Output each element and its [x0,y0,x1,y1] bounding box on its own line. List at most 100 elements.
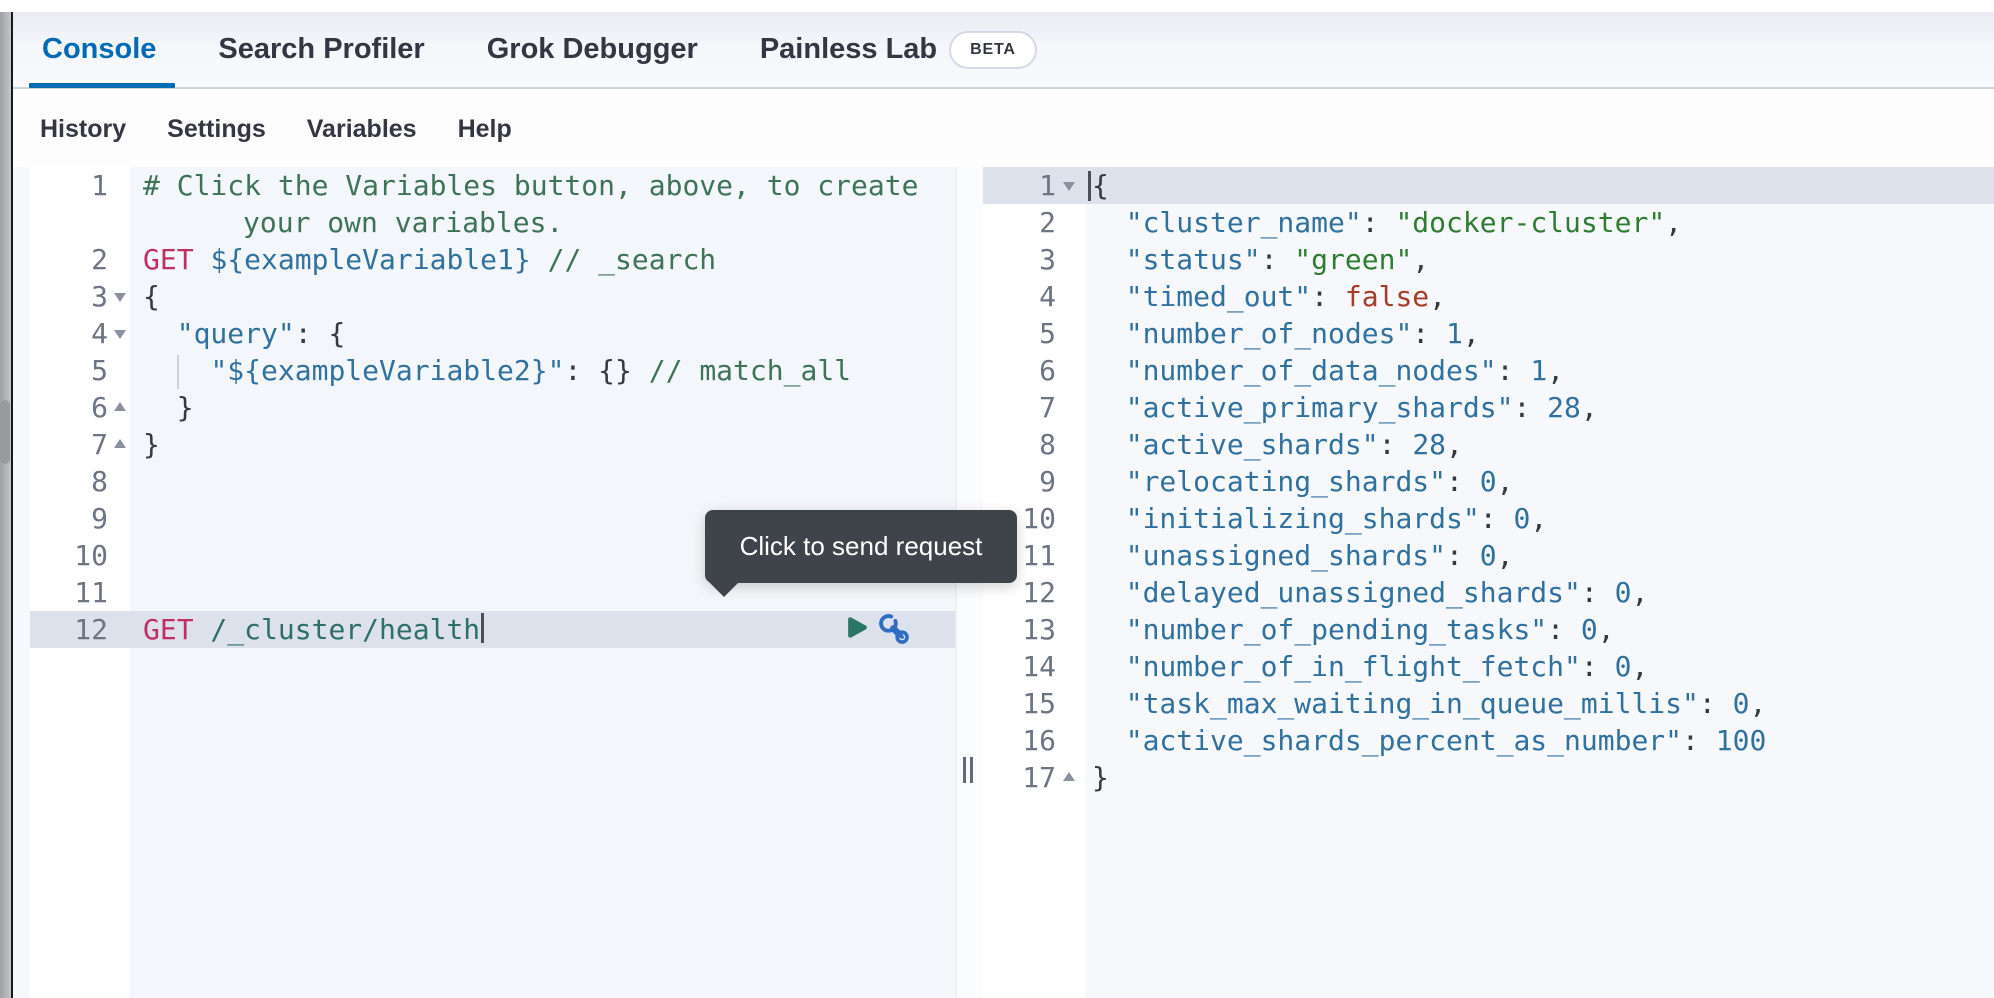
wrench-icon [879,614,909,644]
token-number: 28 [1547,391,1581,424]
line-number: 1 [91,169,108,202]
token-punct: : [1479,502,1514,535]
token-number: 0 [1479,539,1497,572]
fold-toggle-icon[interactable] [114,439,126,448]
token-method: GET [143,243,194,276]
gutter-cell: 12 [983,574,1085,611]
code-line[interactable]: } [130,426,955,463]
token-punct: , [1631,576,1649,609]
tab-grok-debugger[interactable]: Grok Debugger [487,33,698,66]
tab-label: Grok Debugger [486,33,698,65]
request-editor[interactable]: 1 # Click the Variables button, above, to… [30,167,955,998]
menu-item-settings[interactable]: Settings [167,114,266,143]
fold-toggle-icon[interactable] [114,402,126,411]
token-boolean: false [1344,280,1430,313]
token-punct: : [1446,465,1480,498]
code-line[interactable]: "timed_out": false, [1085,278,1994,315]
code-line[interactable]: "task_max_waiting_in_queue_millis": 0, [1085,685,1994,722]
token-punct: : [1378,428,1413,461]
response-line-3: 3 "status": "green", [983,241,1994,278]
code-line[interactable] [130,463,955,500]
tab-label: Painless Lab [759,33,938,65]
code-line[interactable]: "cluster_name": "docker-cluster", [1085,204,1994,241]
token-punct: : [1580,576,1615,609]
line-number: 9 [91,502,108,535]
play-icon [848,617,867,638]
gutter-cell: 1 [30,167,130,241]
line-number: 3 [1039,243,1056,276]
token-plain [1092,613,1126,646]
code-line[interactable]: "active_shards_percent_as_number": 100 [1085,722,1994,759]
code-line[interactable]: "number_of_data_nodes": 1, [1085,352,1994,389]
token-key: "active_shards" [1125,428,1379,461]
code-line[interactable]: GET /_cluster/health [130,611,955,648]
tab-search-profiler[interactable]: Search Profiler [218,33,424,66]
code-line[interactable]: "status": "green", [1085,241,1994,278]
code-line[interactable]: "unassigned_shards": 0, [1085,537,1994,574]
fold-toggle-icon[interactable] [114,293,126,302]
response-line-4: 4 "timed_out": false, [983,278,1994,315]
token-plain [1092,539,1126,572]
menu-item-variables[interactable]: Variables [306,114,417,143]
menu-item-history[interactable]: History [40,114,127,143]
token-number: 0 [1513,502,1531,535]
tab-label: Console [42,33,157,65]
send-request-button[interactable] [846,615,869,645]
line-number: 1 [1039,169,1056,202]
pane-resize-handle-icon[interactable] [963,757,973,783]
fold-toggle-icon[interactable] [1063,182,1075,191]
token-url: /_cluster/health [193,613,481,646]
token-punct: { [143,280,160,313]
token-string: "green" [1294,243,1413,276]
code-line[interactable]: GET ${exampleVariable1} // _search [130,241,955,278]
code-line[interactable]: "number_of_nodes": 1, [1085,315,1994,352]
token-punct: : {} [564,354,649,387]
console-menu-bar: History Settings Variables Help [13,91,1994,167]
token-punct: , [1496,465,1514,498]
code-line[interactable]: "active_shards": 28, [1085,426,1994,463]
code-line[interactable]: "initializing_shards": 0, [1085,500,1994,537]
line-number: 2 [91,243,108,276]
response-viewer[interactable]: 1{2 "cluster_name": "docker-cluster",3 "… [983,167,1994,998]
code-line[interactable]: "${exampleVariable2}": {} // match_all [130,352,955,389]
code-line[interactable]: "relocating_shards": 0, [1085,463,1994,500]
code-line[interactable]: # Click the Variables button, above, to … [130,167,955,241]
code-line[interactable]: { [130,278,955,315]
request-line-4: 4 "query": { [30,315,955,352]
window-edge-border [11,12,13,998]
response-line-9: 9 "relocating_shards": 0, [983,463,1994,500]
code-line[interactable]: "delayed_unassigned_shards": 0, [1085,574,1994,611]
menu-item-help[interactable]: Help [457,114,512,143]
code-line[interactable]: } [1085,759,1994,796]
token-punct: } [143,391,194,424]
fold-toggle-icon[interactable] [1063,772,1075,781]
token-punct: , [1496,539,1514,572]
gutter-cell: 9 [983,463,1085,500]
gutter-cell: 2 [30,241,130,278]
window-edge-scrollbar-thumb[interactable] [0,400,10,464]
tab-console[interactable]: Console [42,33,156,66]
code-line[interactable]: "number_of_pending_tasks": 0, [1085,611,1994,648]
code-line[interactable]: "number_of_in_flight_fetch": 0, [1085,648,1994,685]
code-line[interactable]: } [130,389,955,426]
request-options-button[interactable] [876,611,912,652]
token-key: "number_of_pending_tasks" [1125,613,1548,646]
request-line-3: 3{ [30,278,955,315]
gutter-cell: 11 [30,574,130,611]
token-punct: : { [294,317,346,350]
fold-toggle-icon[interactable] [114,330,126,339]
code-line[interactable]: "active_primary_shards": 28, [1085,389,1994,426]
code-line[interactable]: { [1085,167,1994,204]
gutter-cell: 15 [983,685,1085,722]
token-plain [1092,317,1126,350]
token-key: "${exampleVariable2}" [210,354,565,387]
code-line[interactable]: "query": { [130,315,955,352]
token-punct: : [1547,613,1581,646]
token-key: "number_of_data_nodes" [1125,354,1497,387]
token-number: 0 [1580,613,1598,646]
line-number: 4 [1039,280,1056,313]
token-punct: , [1665,206,1683,239]
gutter-cell: 16 [983,722,1085,759]
request-line-9: 9 [30,500,955,537]
